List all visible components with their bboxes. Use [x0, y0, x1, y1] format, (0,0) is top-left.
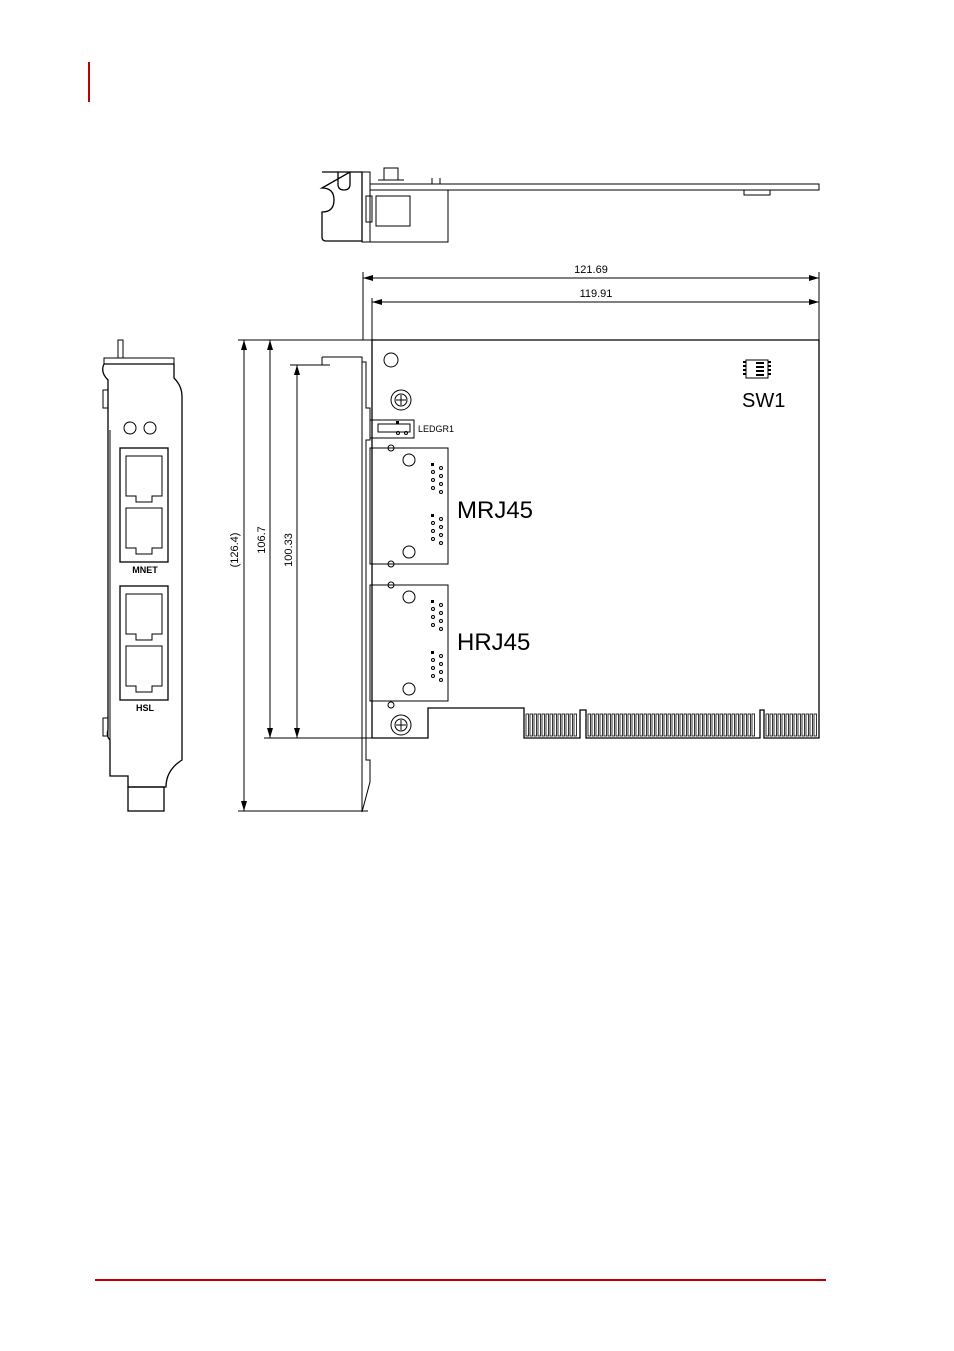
sw1-label: SW1: [742, 390, 785, 412]
dim-length-board: 119.91: [580, 288, 613, 300]
dim-height-total: (126.4): [229, 533, 241, 568]
ledgr1-label: LEDGR1: [418, 424, 454, 434]
horizontal-dimensions: [363, 272, 819, 340]
dim-height-bracket: 106.7: [256, 526, 268, 554]
vertical-dimensions: [238, 340, 372, 811]
mrj45-pins: [431, 463, 443, 545]
mrj45-label: MRJ45: [457, 497, 533, 524]
hrj45-pins: [431, 600, 443, 682]
hrj45-label: HRJ45: [457, 629, 530, 656]
dim-height-board: 100.33: [283, 533, 295, 567]
bracket-mnet-label: MNET: [132, 565, 158, 575]
edge-connector-fingers: [526, 714, 817, 736]
bracket-hsl-label: HSL: [136, 703, 155, 713]
bracket-side-view: [103, 340, 182, 811]
top-view: [322, 168, 819, 242]
dim-length-total: 121.69: [574, 264, 608, 276]
